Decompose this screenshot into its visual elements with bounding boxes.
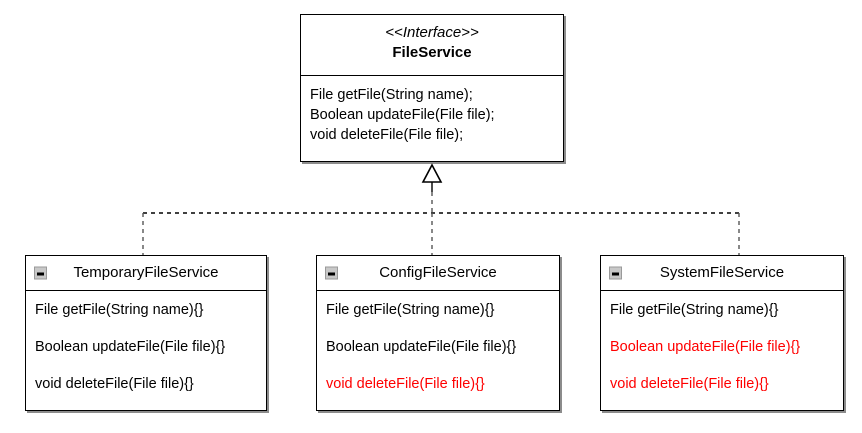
interface-stereotype: <<Interface>> xyxy=(385,24,479,41)
class-box-temporaryfileservice[interactable]: TemporaryFileService File getFile(String… xyxy=(25,255,267,411)
class-name: ConfigFileService xyxy=(379,264,497,281)
class-method-highlighted: void deleteFile(File file){} xyxy=(610,376,769,392)
class-method-highlighted: void deleteFile(File file){} xyxy=(326,376,485,392)
class-method: File getFile(String name){} xyxy=(35,302,204,318)
interface-method: Boolean updateFile(File file); xyxy=(310,107,495,123)
interface-method-list: File getFile(String name); Boolean updat… xyxy=(301,76,563,145)
class-header-configfileservice: ConfigFileService xyxy=(317,256,559,291)
class-method-list-systemfileservice: File getFile(String name){} Boolean upda… xyxy=(601,291,843,393)
class-name: SystemFileService xyxy=(659,264,785,281)
class-method-highlighted: Boolean updateFile(File file){} xyxy=(610,339,801,355)
class-method: File getFile(String name){} xyxy=(326,302,495,318)
class-box-configfileservice[interactable]: ConfigFileService File getFile(String na… xyxy=(316,255,560,411)
interface-box-fileservice[interactable]: <<Interface>> FileService File getFile(S… xyxy=(300,14,564,162)
interface-header: <<Interface>> FileService xyxy=(301,15,563,76)
class-method: File getFile(String name){} xyxy=(610,302,779,318)
class-header-temporaryfileservice: TemporaryFileService xyxy=(26,256,266,291)
class-method: Boolean updateFile(File file){} xyxy=(326,339,517,355)
interface-name: FileService xyxy=(392,44,472,61)
interface-method: void deleteFile(File file); xyxy=(310,127,464,143)
collapse-minus-icon[interactable] xyxy=(325,266,338,280)
class-box-systemfileservice[interactable]: SystemFileService File getFile(String na… xyxy=(600,255,844,411)
hollow-triangle-arrowhead xyxy=(421,163,443,183)
class-method: void deleteFile(File file){} xyxy=(35,376,194,392)
collapse-minus-icon[interactable] xyxy=(609,266,622,280)
class-name: TemporaryFileService xyxy=(73,264,219,281)
class-method: Boolean updateFile(File file){} xyxy=(35,339,226,355)
class-header-systemfileservice: SystemFileService xyxy=(601,256,843,291)
collapse-minus-icon[interactable] xyxy=(34,266,47,280)
interface-method: File getFile(String name); xyxy=(310,87,473,103)
class-method-list-temporaryfileservice: File getFile(String name){} Boolean upda… xyxy=(26,291,266,393)
class-method-list-configfileservice: File getFile(String name){} Boolean upda… xyxy=(317,291,559,393)
